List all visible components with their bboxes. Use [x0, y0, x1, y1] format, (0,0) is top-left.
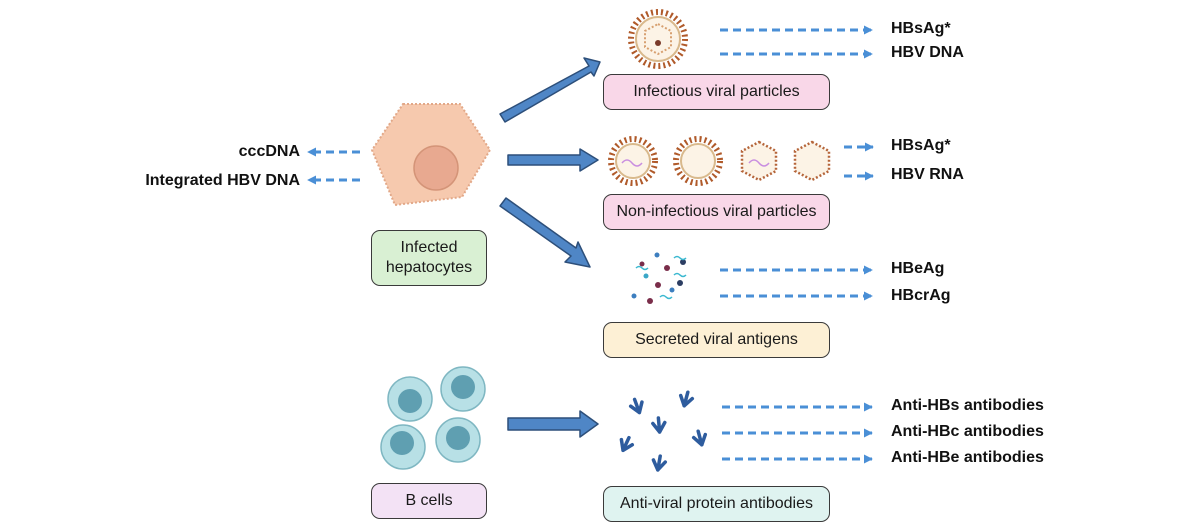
- infectious-particles-box: Infectious viral particles: [603, 74, 830, 110]
- noninfectious-virus-icon-2: [673, 136, 723, 186]
- hbsag-label-1: HBsAg*: [891, 20, 951, 37]
- hepatocyte-cell-icon: [370, 103, 492, 207]
- arrow-to-secreted-icon: [499, 197, 591, 268]
- hbsag-label-2: HBsAg*: [891, 137, 951, 154]
- hbv-rna-label: HBV RNA: [891, 166, 964, 183]
- antibodies-box: Anti-viral protein antibodies: [603, 486, 830, 522]
- noninfectious-particles-box: Non-infectious viral particles: [603, 194, 830, 230]
- noninfectious-virus-icon-1: [608, 136, 658, 186]
- arrow-to-noninfectious-icon: [507, 148, 599, 172]
- noninfectious-virus-icon-4: [793, 140, 831, 182]
- cccdna-label: cccDNA: [238, 143, 300, 160]
- hbv-dna-label: HBV DNA: [891, 44, 964, 61]
- infected-hepatocytes-box: Infected hepatocytes: [371, 230, 487, 286]
- integrated-hbv-dna-label: Integrated HBV DNA: [145, 172, 300, 189]
- secreted-antigens-box: Secreted viral antigens: [603, 322, 830, 358]
- anti-hbs-label: Anti-HBs antibodies: [891, 397, 1044, 414]
- noninfectious-virus-icon-3: [740, 140, 778, 182]
- antibodies-icon: [619, 390, 708, 472]
- anti-hbc-label: Anti-HBc antibodies: [891, 423, 1044, 440]
- anti-hbe-label: Anti-HBe antibodies: [891, 449, 1044, 466]
- b-cells-icon: [380, 366, 486, 470]
- secreted-antigen-particles-icon: [631, 252, 687, 304]
- hbcrag-label: HBcrAg: [891, 287, 951, 304]
- arrow-to-infectious-icon: [499, 57, 601, 123]
- arrow-to-antibodies-icon: [507, 410, 599, 438]
- hbeag-label: HBeAg: [891, 260, 945, 277]
- infectious-virus-icon: [628, 9, 688, 69]
- b-cells-box: B cells: [371, 483, 487, 519]
